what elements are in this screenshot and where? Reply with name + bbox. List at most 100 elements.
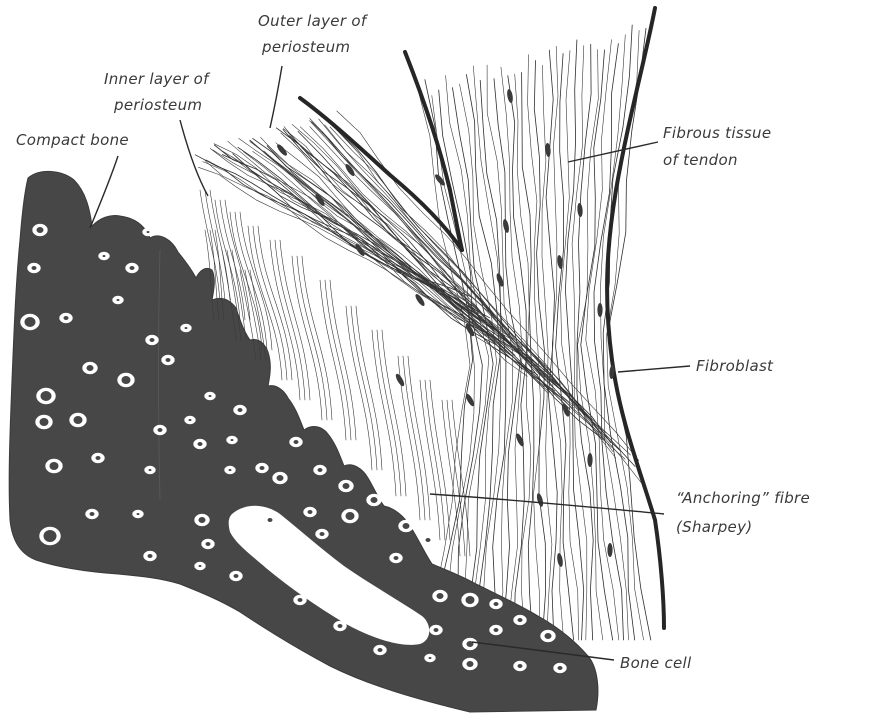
- label-compact-bone: Compact bone: [16, 131, 129, 149]
- label-anchoring-fibre-line1: “Anchoring” fibre: [676, 489, 810, 507]
- tendon-fibre: [556, 54, 574, 641]
- bone-cell-nucleus: [199, 565, 202, 567]
- periosteum-fibre: [310, 121, 609, 446]
- bone-cell-nucleus: [198, 442, 203, 446]
- sharpey-fibre: [275, 240, 305, 400]
- bone-cell-nucleus: [158, 428, 163, 432]
- bone-cell-nucleus: [466, 596, 475, 604]
- bone-cell-nucleus: [434, 628, 439, 632]
- bone-cell-nucleus: [150, 338, 155, 342]
- tendon-fibre: [577, 44, 593, 640]
- bone-cell-nucleus: [117, 299, 120, 301]
- bone-cell-nucleus: [426, 538, 431, 542]
- periosteum-fibre: [337, 111, 639, 461]
- bone-cell-nucleus: [41, 391, 52, 401]
- bone-cell-nucleus: [74, 416, 83, 424]
- label-outer-periosteum-line2: periosteum: [261, 38, 350, 56]
- sharpey-fibre: [430, 380, 450, 540]
- bone-cell-nucleus: [148, 554, 153, 558]
- bone-cell-nucleus: [137, 513, 140, 515]
- sharpey-fibre: [403, 356, 425, 520]
- bone-cell-nucleus: [277, 475, 284, 481]
- sharpey-fibre: [297, 256, 327, 420]
- bone-cell-nucleus: [103, 255, 106, 257]
- bone-cell-nucleus: [231, 439, 234, 441]
- fibroblast-nucleus: [506, 89, 514, 104]
- tendon-fibre: [446, 75, 489, 640]
- label-bone-cell: Bone cell: [620, 654, 692, 672]
- leader-inner-periosteum: [180, 120, 208, 196]
- bone-cell-nucleus: [130, 266, 135, 270]
- bone-cell-nucleus: [260, 466, 265, 470]
- tendon-fibre: [565, 40, 583, 640]
- tendon-left-edge: [405, 52, 462, 250]
- bone-cell-nucleus: [318, 468, 323, 472]
- bone-cell-nucleus: [518, 618, 523, 622]
- bone-cell-nucleus: [494, 628, 499, 632]
- sharpey-fibre: [377, 330, 401, 496]
- fibroblast-nucleus: [502, 219, 510, 234]
- bone-cell-nucleus: [394, 556, 399, 560]
- bone-cell-nucleus: [403, 523, 410, 529]
- bone-cell-nucleus: [378, 648, 383, 652]
- sharpey-fibre: [280, 240, 310, 400]
- fibroblast-nucleus: [607, 543, 612, 557]
- bone-cell-nucleus: [429, 657, 432, 659]
- bone-cell-nucleus: [185, 327, 188, 329]
- label-fibrous-tissue-line2: of tendon: [663, 151, 738, 169]
- sharpey-fibre: [372, 330, 396, 496]
- bone-cell-nucleus: [64, 316, 69, 320]
- fibroblast-nucleus: [587, 453, 592, 467]
- bone-cell-nucleus: [37, 227, 44, 233]
- label-outer-periosteum-line1: Outer layer of: [258, 12, 369, 30]
- label-anchoring-fibre-line2: (Sharpey): [676, 518, 752, 536]
- bone-cell-nucleus: [437, 593, 444, 599]
- bone-cell-nucleus: [234, 574, 239, 578]
- bone-cell-nucleus: [294, 440, 299, 444]
- tendon-fibre: [586, 40, 619, 640]
- bone-cell-nucleus: [268, 518, 273, 522]
- fibroblast-nucleus: [577, 203, 583, 217]
- periosteum-fibre: [276, 128, 570, 409]
- tendon-fibre: [473, 66, 500, 640]
- sharpey-fibre: [320, 280, 346, 440]
- sharpey-fibre: [408, 356, 430, 520]
- bone-cell-nucleus: [338, 624, 343, 628]
- bone-cell-nucleus: [166, 358, 171, 362]
- bone-cell-nucleus: [467, 661, 474, 667]
- fibroblast-nucleus: [536, 493, 545, 508]
- bone-cell-nucleus: [90, 512, 95, 516]
- bone-cell-nucleus: [149, 469, 152, 471]
- sharpey-fibre: [351, 306, 377, 470]
- fibroblast-nucleus: [597, 303, 602, 317]
- bone-cell-nucleus: [346, 512, 355, 520]
- bone-cell-nucleus: [209, 395, 212, 397]
- fibroblast-nucleus: [556, 553, 564, 568]
- bone-cell-nucleus: [199, 517, 206, 523]
- bone-cell-nucleus: [558, 666, 563, 670]
- bone-cell-nucleus: [25, 317, 36, 327]
- fibroblast-nucleus: [414, 293, 426, 307]
- bone-cell-nucleus: [32, 266, 37, 270]
- bone-cell-nucleus: [371, 497, 378, 503]
- bone-cell-nucleus: [308, 510, 313, 514]
- bone-cell-nucleus: [44, 530, 57, 542]
- bone-cell-nucleus: [238, 408, 243, 412]
- bone-cell-nucleus: [50, 462, 59, 470]
- bone-cell-nucleus: [147, 231, 150, 233]
- leader-outer-periosteum: [270, 66, 282, 128]
- label-inner-periosteum-line2: periosteum: [113, 96, 202, 114]
- fibroblast-nucleus: [276, 143, 289, 157]
- bone-cell-nucleus: [122, 376, 131, 384]
- tendon-fibre: [572, 46, 587, 640]
- bone-cell-nucleus: [298, 598, 303, 602]
- bone-cell-nucleus: [545, 633, 552, 639]
- bone-cell-nucleus: [206, 542, 211, 546]
- bone-cell-nucleus: [189, 419, 192, 421]
- label-fibrous-tissue-line1: Fibrous tissue: [663, 124, 771, 142]
- sharpey-fibre: [302, 256, 332, 420]
- tendon-fibre: [528, 55, 541, 640]
- periosteum-fibre: [233, 154, 513, 357]
- tendon-right-edge: [607, 8, 664, 628]
